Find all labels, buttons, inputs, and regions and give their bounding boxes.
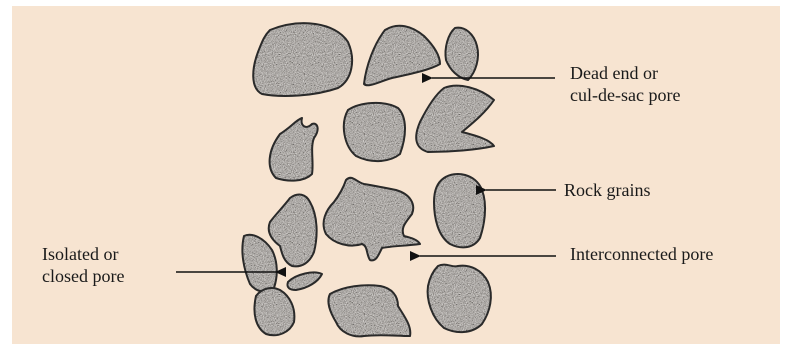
label-rock-grains: Rock grains <box>564 179 650 201</box>
rock-grain-4 <box>416 86 494 152</box>
label-dead-end-pore: Dead end or cul-de-sac pore <box>570 62 680 106</box>
rock-grain-1 <box>253 23 352 96</box>
rock-grain-7 <box>324 178 420 261</box>
rock-grain-3 <box>445 28 478 80</box>
rock-grain-11 <box>287 272 322 290</box>
rock-grain-12 <box>254 288 294 335</box>
rock-grain-8 <box>434 174 485 247</box>
porous-rock-diagram: Dead end or cul-de-sac pore Rock grains … <box>12 6 780 344</box>
label-isolated-pore: Isolated or closed pore <box>42 243 124 287</box>
rock-grain-2 <box>364 26 440 86</box>
rock-grain-13 <box>328 285 410 336</box>
rock-grain-6 <box>270 118 318 181</box>
rock-grain-14 <box>428 265 491 333</box>
rock-grain-5 <box>344 103 405 161</box>
rock-grain-10 <box>242 235 276 292</box>
rock-grain-9 <box>269 195 317 267</box>
diagram-canvas <box>12 6 780 344</box>
label-interconnected-pore: Interconnected pore <box>570 243 713 265</box>
